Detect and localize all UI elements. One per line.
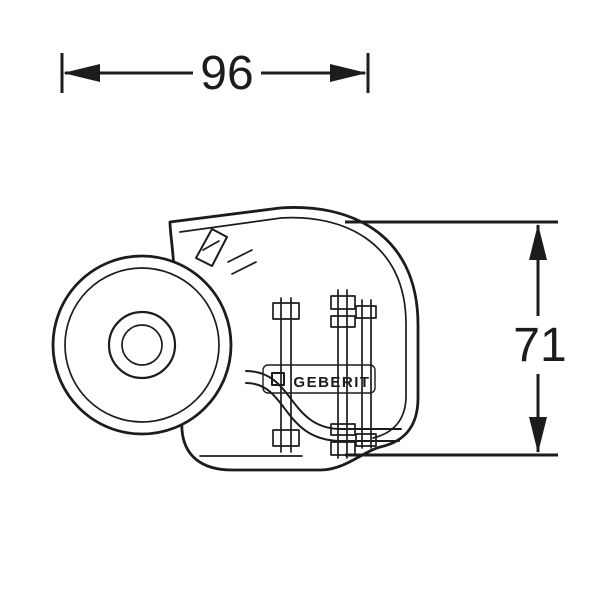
hub-circle bbox=[107, 310, 177, 380]
clip-tab-line bbox=[202, 240, 220, 251]
brand-label-group: GEBERIT bbox=[293, 374, 370, 391]
connector-clip bbox=[330, 315, 356, 328]
connector-clip bbox=[272, 429, 300, 447]
internal-channel bbox=[245, 382, 400, 442]
neck-step-lines bbox=[227, 249, 257, 275]
flange-rim-circle bbox=[64, 267, 220, 423]
internal-channel bbox=[245, 370, 402, 430]
arrowhead-right-icon bbox=[330, 64, 367, 82]
connector-clip bbox=[330, 441, 356, 456]
flange-outer-circle bbox=[51, 254, 233, 436]
clip-tab bbox=[195, 228, 228, 267]
connector-clip bbox=[272, 302, 300, 320]
arrowhead-left-icon bbox=[63, 64, 100, 82]
connector-clip bbox=[355, 433, 377, 447]
arrowhead-up-icon bbox=[529, 224, 547, 260]
height-arrows-and-label: 71 bbox=[513, 224, 567, 453]
dimension-height: 71 bbox=[345, 220, 567, 457]
connector-clip bbox=[355, 305, 377, 319]
connector-clip bbox=[330, 295, 356, 310]
width-arrows-and-label: 96 bbox=[63, 47, 367, 100]
brand-logo-square-icon bbox=[271, 372, 285, 386]
height-dimension-label: 71 bbox=[513, 319, 566, 372]
outlet-connector bbox=[272, 289, 377, 459]
hub-inner-circle bbox=[121, 324, 163, 366]
brand-plate bbox=[262, 364, 376, 394]
part-outline bbox=[51, 206, 420, 472]
dimension-width: 96 bbox=[60, 47, 370, 100]
width-dimension-label: 96 bbox=[200, 47, 253, 100]
brand-label: GEBERIT bbox=[293, 374, 370, 391]
arrowhead-down-icon bbox=[529, 417, 547, 453]
housing-inner-wall bbox=[179, 216, 407, 439]
